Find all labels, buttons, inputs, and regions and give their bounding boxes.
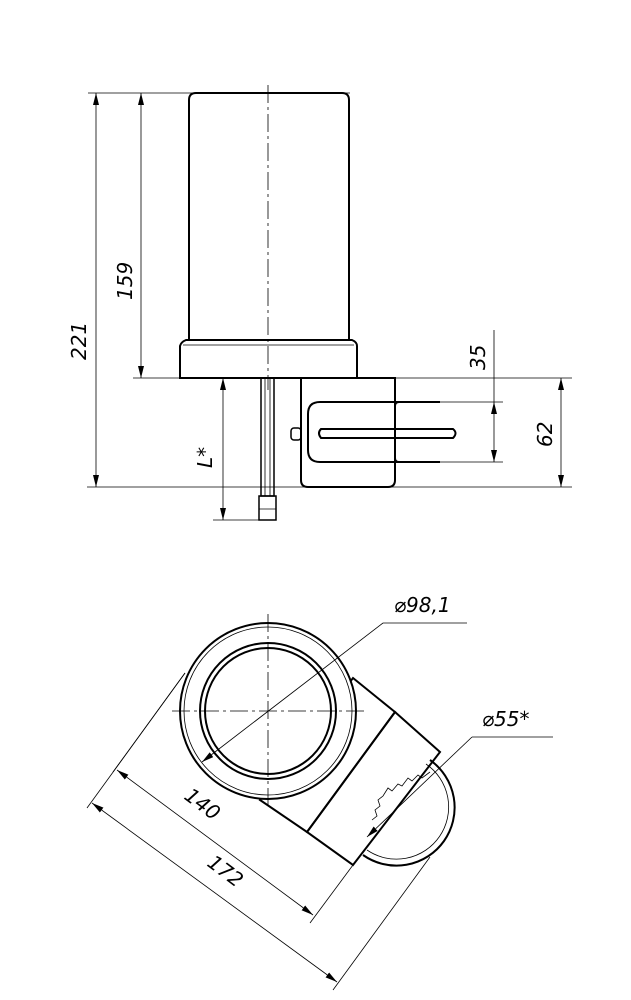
- break-line: [371, 771, 431, 821]
- leader-98: [201, 622, 384, 763]
- nut: [290, 427, 302, 441]
- leader-55: [366, 736, 473, 838]
- dim-159-label: 159: [113, 262, 137, 300]
- antenna-radome: [188, 92, 350, 340]
- mounting-bracket: [300, 377, 396, 488]
- u-bolt: [307, 401, 440, 463]
- top-view: ⌀98,1 ⌀55* 140 172: [86, 593, 553, 991]
- dim-98-label: ⌀98,1: [394, 593, 451, 617]
- cable-connector: [258, 495, 277, 521]
- dim-l-label: L*: [193, 447, 217, 468]
- side-view: 221 159 L* 35 62: [67, 85, 572, 521]
- dim-140-label: 140: [180, 783, 225, 825]
- antenna-base-flange: [179, 339, 358, 379]
- mast-clamp-arc: [362, 759, 456, 867]
- dim-62-label: 62: [533, 422, 557, 447]
- bolt-rod: [318, 428, 457, 439]
- cable: [260, 377, 275, 497]
- dim-55-label: ⌀55*: [482, 707, 530, 731]
- dim-172-label: 172: [203, 850, 248, 892]
- dim-221-label: 221: [67, 322, 91, 360]
- dim-line-172: [91, 802, 338, 983]
- dim-35-label: 35: [466, 345, 490, 370]
